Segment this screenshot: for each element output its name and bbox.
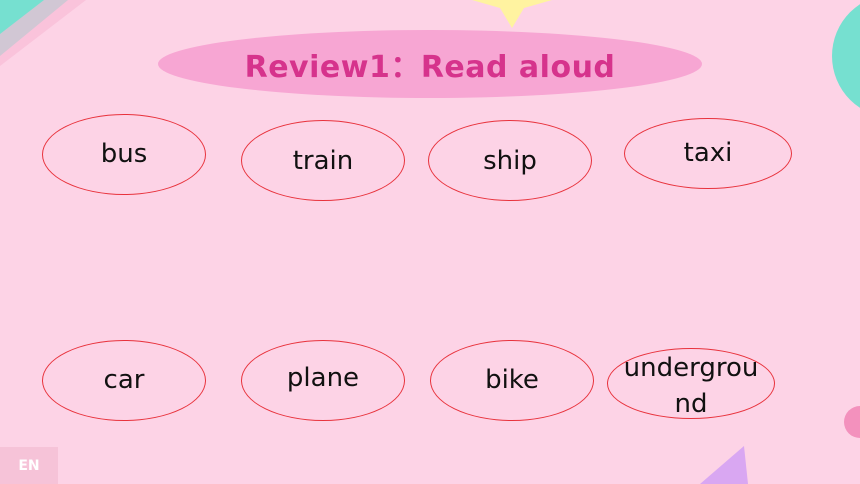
word-bubble-train[interactable]: train: [241, 120, 405, 201]
word-label: plane: [286, 363, 360, 393]
pink-corner-stripe-icon: [0, 0, 86, 66]
word-bubble-bus[interactable]: bus: [42, 114, 206, 195]
word-label-continued: nd: [674, 389, 708, 419]
word-label: taxi: [683, 138, 733, 168]
purple-triangle-icon: [700, 446, 748, 484]
language-badge[interactable]: EN: [0, 447, 58, 484]
slide-title: Review1：Read aloud: [244, 50, 616, 85]
word-label: train: [292, 146, 354, 176]
word-bubble-plane[interactable]: plane: [241, 340, 405, 421]
word-bubble-underground[interactable]: undergrou nd: [607, 348, 775, 419]
title-banner: Review1：Read aloud: [158, 30, 702, 98]
word-label: undergrou: [623, 353, 759, 383]
word-label: ship: [483, 146, 537, 176]
word-bubble-bike[interactable]: bike: [430, 340, 594, 421]
word-label: car: [103, 365, 145, 395]
teal-circle-icon: [832, 4, 860, 108]
yellow-star-icon: [472, 0, 552, 28]
word-bubble-car[interactable]: car: [42, 340, 206, 421]
word-label: bike: [485, 365, 539, 395]
word-bubble-taxi[interactable]: taxi: [624, 118, 792, 189]
pink-dot-icon: [844, 406, 860, 438]
word-label: bus: [100, 139, 148, 169]
word-bubble-ship[interactable]: ship: [428, 120, 592, 201]
